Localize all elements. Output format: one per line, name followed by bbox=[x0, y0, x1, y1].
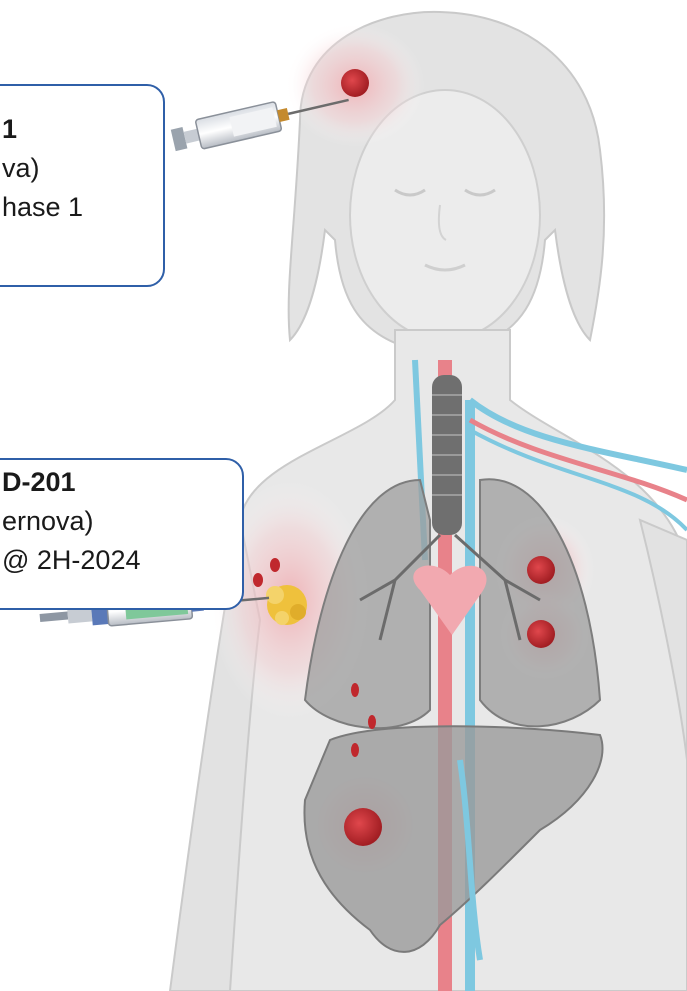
tumor-cell bbox=[368, 715, 376, 729]
callout-2-timing: @ 2H-2024 bbox=[2, 541, 242, 580]
tumor-cell bbox=[351, 683, 359, 697]
tumor-cell bbox=[253, 573, 263, 587]
tumor-liver bbox=[344, 808, 382, 846]
tumor-cell bbox=[351, 743, 359, 757]
callout-box-1: 1 va) hase 1 bbox=[0, 84, 165, 287]
callout-1-sponsor: va) bbox=[2, 149, 163, 188]
callout-1-phase: hase 1 bbox=[2, 188, 163, 227]
tumor-lung-upper bbox=[527, 556, 555, 584]
callout-1-title: 1 bbox=[2, 110, 163, 149]
callout-2-title: D-201 bbox=[2, 463, 242, 502]
tumor-lung-lower bbox=[527, 620, 555, 648]
callout-2-sponsor: ernova) bbox=[2, 502, 242, 541]
tumor-cell bbox=[270, 558, 280, 572]
tumor-head bbox=[341, 69, 369, 97]
callout-box-2: D-201 ernova) @ 2H-2024 bbox=[0, 458, 244, 610]
